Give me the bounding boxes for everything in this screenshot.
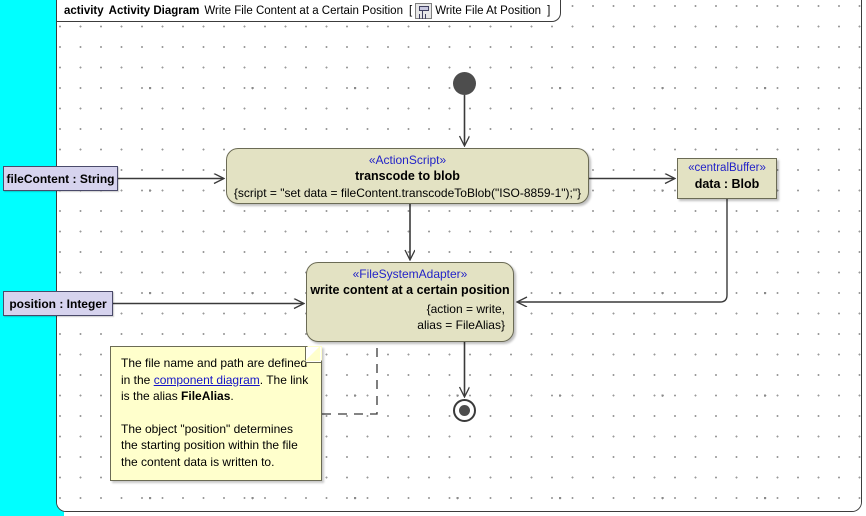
component-diagram-link[interactable]: component diagram <box>153 372 260 387</box>
note-paragraph-2: The object "position" determines the sta… <box>121 421 298 469</box>
frame-diagram-ref[interactable]: Write File At Position <box>435 4 542 17</box>
param-pin-position-label: position : Integer <box>9 296 107 311</box>
central-buffer-stereotype: «centralBuffer» <box>688 162 766 174</box>
action-write-stereotype: «FileSystemAdapter» <box>352 267 468 281</box>
note-text-a: The file name and path are defined in th… <box>121 356 308 387</box>
action-write-content[interactable]: «FileSystemAdapter» write content at a c… <box>306 262 514 342</box>
action-transcode-name: transcode to blob <box>355 169 460 183</box>
param-pin-filecontent-label: fileContent : String <box>6 171 115 186</box>
frame-type-label: Activity Diagram <box>108 4 200 17</box>
note-spacer <box>121 405 311 421</box>
frame-diagram-name: Write File Content at a Certain Position <box>204 4 403 17</box>
activity-diagram-icon <box>415 2 433 19</box>
note-fold-corner <box>305 346 321 363</box>
action-transcode-stereotype: «ActionScript» <box>368 153 447 167</box>
editor-gutter <box>0 0 64 516</box>
frame-title-tab[interactable]: activity Activity Diagram Write File Con… <box>56 0 562 22</box>
action-write-spec-line2: alias = FileAlias} <box>417 318 505 332</box>
frame-keyword: activity <box>64 4 104 17</box>
frame-bracket-open: [ <box>408 4 413 17</box>
action-transcode-spec: {script = "set data = fileContent.transc… <box>233 186 582 200</box>
param-pin-position[interactable]: position : Integer <box>3 291 113 316</box>
note-paragraph-1: The file name and path are defined in th… <box>121 355 311 405</box>
note-comment[interactable]: The file name and path are defined in th… <box>110 346 322 481</box>
param-pin-filecontent[interactable]: fileContent : String <box>3 166 118 191</box>
central-buffer-node[interactable]: «centralBuffer» data : Blob <box>677 158 777 199</box>
note-text-c: . <box>230 389 234 403</box>
action-write-name: write content at a certain position <box>310 283 510 297</box>
action-write-spec-line1: {action = write, <box>426 302 505 316</box>
note-text-b: . The link is the alias <box>121 372 309 404</box>
action-write-spec: {action = write, alias = FileAlias} <box>307 301 513 333</box>
note-text-bold: FileAlias <box>181 389 231 403</box>
central-buffer-name: data : Blob <box>694 177 760 191</box>
activity-final-node[interactable] <box>453 399 476 422</box>
action-transcode-to-blob[interactable]: «ActionScript» transcode to blob {script… <box>226 148 589 204</box>
frame-bracket-close: ] <box>547 4 551 17</box>
initial-node[interactable] <box>453 72 476 95</box>
